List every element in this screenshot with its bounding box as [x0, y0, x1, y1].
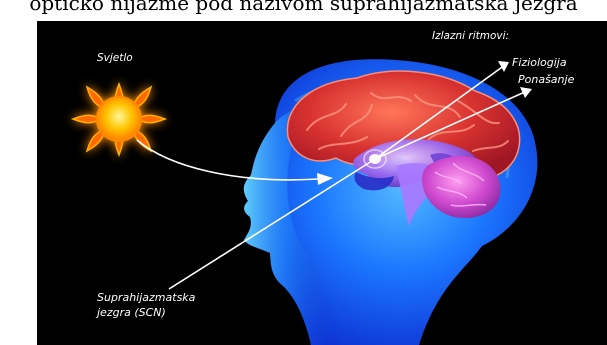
behavior-label: Ponašanje	[518, 73, 574, 86]
circadian-diagram: Svjetlo Izlazni ritmovi: Fiziologija Pon…	[37, 21, 607, 345]
light-label: Svjetlo	[97, 52, 133, 65]
scn-label: Suprahijazmatska jezgra (SCN)	[97, 290, 195, 320]
physiology-label: Fiziologija	[512, 56, 567, 69]
output-rhythms-title: Izlazni ritmovi:	[432, 30, 509, 43]
caption-text: optičko nijazme pod nazivom suprahijazma…	[0, 0, 607, 18]
